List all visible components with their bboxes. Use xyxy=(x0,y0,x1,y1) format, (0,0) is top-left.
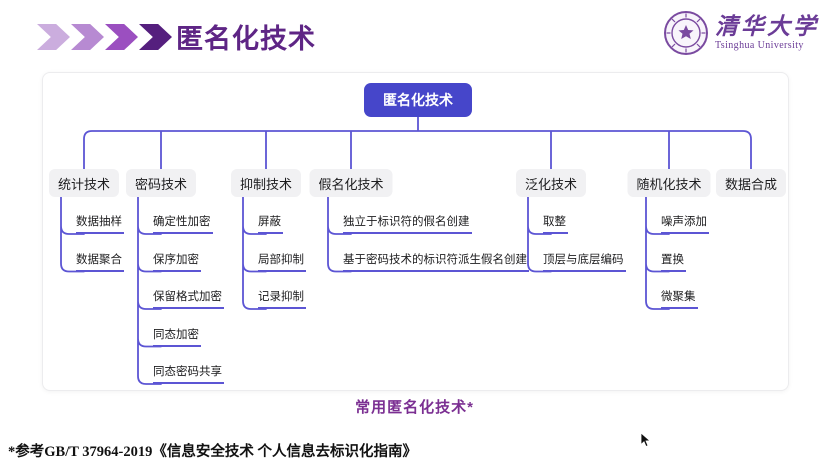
tsinghua-logo: 清华大学 Tsinghua University xyxy=(663,10,819,56)
tree-branch-label: 抑制技术 xyxy=(230,169,302,197)
reference-footnote: *参考GB/T 37964-2019《信息安全技术 个人信息去标识化指南》 xyxy=(8,444,417,460)
tree-child-item: 独立于标识符的假名创建 xyxy=(343,214,472,234)
chevron-icon xyxy=(139,24,172,50)
tree-root-node: 匿名化技术 xyxy=(364,83,472,117)
logo-chinese-name: 清华大学 xyxy=(715,14,819,39)
university-seal-icon xyxy=(664,11,708,55)
tree-child-item: 微聚集 xyxy=(661,289,698,309)
tree-branch-label: 统计技术 xyxy=(48,169,120,197)
slide-header: 匿名化技术 清华大学 Tsinghua University xyxy=(0,0,831,68)
chevron-icon xyxy=(37,24,70,50)
tree-child-item: 同态密码共享 xyxy=(153,364,224,384)
tree-child-item: 记录抑制 xyxy=(258,289,306,309)
tree-child-item: 同态加密 xyxy=(153,327,201,347)
tree-branch-label: 数据合成 xyxy=(715,169,787,197)
tree-child-item: 保留格式加密 xyxy=(153,289,224,309)
chevron-decoration xyxy=(37,24,172,50)
tree-branch-label: 密码技术 xyxy=(125,169,197,197)
tree-child-item: 屏蔽 xyxy=(258,214,283,234)
tree-child-item: 保序加密 xyxy=(153,252,201,272)
diagram-caption: 常用匿名化技术* xyxy=(355,399,474,416)
tree-child-item: 局部抑制 xyxy=(258,252,306,272)
logo-english-name: Tsinghua University xyxy=(715,40,804,51)
tree-child-item: 顶层与底层编码 xyxy=(543,252,626,272)
diagram-panel: 匿名化技术 统计技术数据抽样数据聚合 密码技术确定性加密保序加密保留格式加密同态加… xyxy=(42,72,789,391)
tree-child-item: 数据抽样 xyxy=(76,214,124,234)
chevron-icon xyxy=(71,24,104,50)
tree-branch-label: 随机化技术 xyxy=(627,169,711,197)
tree-branch-label: 泛化技术 xyxy=(515,169,587,197)
tree-branch-label: 假名化技术 xyxy=(309,169,393,197)
tree-child-item: 噪声添加 xyxy=(661,214,709,234)
tree-child-item: 数据聚合 xyxy=(76,252,124,272)
page-title: 匿名化技术 xyxy=(176,24,316,54)
tree-child-item: 取整 xyxy=(543,214,568,234)
connector-lines xyxy=(60,112,752,385)
tree-child-item: 置换 xyxy=(661,252,686,272)
tree-child-item: 基于密码技术的标识符派生假名创建 xyxy=(343,252,529,272)
mouse-cursor-icon xyxy=(640,432,651,448)
chevron-icon xyxy=(105,24,138,50)
logo-text: 清华大学 Tsinghua University xyxy=(715,15,819,51)
tree-child-item: 确定性加密 xyxy=(153,214,213,234)
